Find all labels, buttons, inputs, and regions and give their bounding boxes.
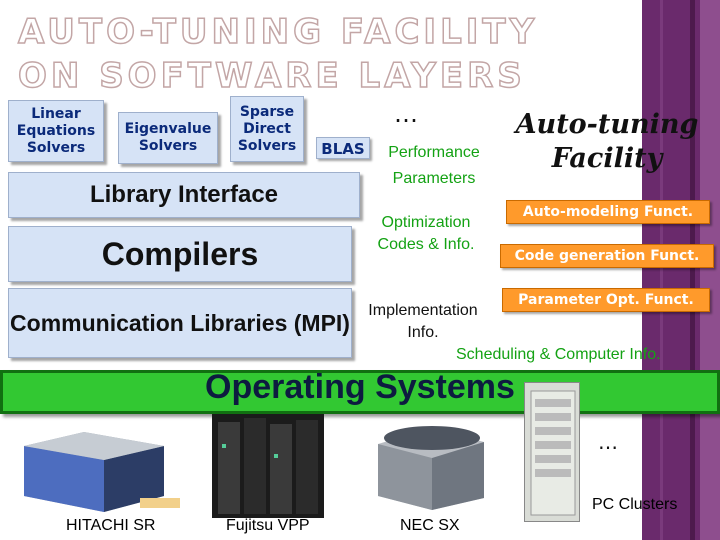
slide-title: AUTO-TUNING FACILITY ON SOFTWARE LAYERS xyxy=(17,10,539,98)
blas-label: BLAS xyxy=(321,140,365,158)
compilers-label: Compilers xyxy=(101,235,259,272)
parameter-optimization-function: Parameter Opt. Funct. xyxy=(502,288,710,312)
facility-title-line-2: Facility xyxy=(551,143,663,174)
auto-modeling-function: Auto-modeling Funct. xyxy=(506,200,710,224)
decorative-strip-light xyxy=(700,0,720,540)
title-line-1: AUTO-TUNING FACILITY xyxy=(17,11,539,53)
nec-sx-illustration xyxy=(372,414,490,512)
decorative-strip-dark xyxy=(690,0,695,540)
sparse-direct-solvers-box: Sparse Direct Solvers xyxy=(230,96,304,162)
communication-libraries-label: Communication Libraries (MPI) xyxy=(10,309,350,336)
decorative-strip-line xyxy=(660,0,663,540)
communication-libraries-box: Communication Libraries (MPI) xyxy=(8,288,352,358)
parameters-label: Parameters xyxy=(392,170,476,187)
fujitsu-vpp-caption: Fujitsu VPP xyxy=(226,517,310,534)
hitachi-sr-caption: HITACHI SR xyxy=(66,517,156,534)
facility-title-line-1: Auto-tuning xyxy=(515,109,699,140)
code-generation-function: Code generation Funct. xyxy=(500,244,714,268)
pc-clusters-caption: PC Clusters xyxy=(592,496,678,513)
operating-systems-label: Operating Systems xyxy=(205,368,515,406)
implementation-info: Implementation Info. xyxy=(352,300,494,344)
pc-clusters-illustration xyxy=(524,382,580,522)
performance-label: Performance xyxy=(388,144,480,161)
solvers-ellipsis: … xyxy=(394,100,418,128)
auto-modeling-label: Auto-modeling Funct. xyxy=(522,204,694,220)
linear-equations-solvers-box: Linear Equations Solvers xyxy=(8,100,104,162)
codes-info-label: Codes & Info. xyxy=(377,236,475,253)
library-interface-label: Library Interface xyxy=(89,181,279,208)
eigenvalue-solvers-label: Eigenvalue Solvers xyxy=(124,121,212,154)
implementation-label: Implementation xyxy=(368,302,478,319)
parameter-optimization-label: Parameter Opt. Funct. xyxy=(518,292,694,308)
auto-tuning-facility-title: Auto-tuning Facility xyxy=(500,108,714,176)
library-interface-box: Library Interface xyxy=(8,172,360,218)
blas-box: BLAS xyxy=(316,137,370,159)
eigenvalue-solvers-box: Eigenvalue Solvers xyxy=(118,112,218,164)
hitachi-sr-illustration xyxy=(14,426,194,516)
optimization-codes-info: Optimization Codes & Info. xyxy=(360,212,492,256)
scheduling-computer-info: Scheduling & Computer Info. xyxy=(456,346,661,363)
performance-parameters: Performance Parameters xyxy=(376,140,492,192)
sparse-direct-solvers-label: Sparse Direct Solvers xyxy=(237,103,297,154)
implementation-info-label: Info. xyxy=(407,324,439,341)
nec-sx-caption: NEC SX xyxy=(400,517,460,534)
optimization-label: Optimization xyxy=(381,214,471,231)
fujitsu-vpp-illustration xyxy=(212,414,324,518)
compilers-box: Compilers xyxy=(8,226,352,282)
operating-systems-bar xyxy=(0,370,720,414)
code-generation-label: Code generation Funct. xyxy=(514,248,700,264)
title-line-2: ON SOFTWARE LAYERS xyxy=(17,55,526,97)
linear-equations-solvers-label: Linear Equations Solvers xyxy=(16,105,96,156)
machines-ellipsis: … xyxy=(598,430,618,454)
